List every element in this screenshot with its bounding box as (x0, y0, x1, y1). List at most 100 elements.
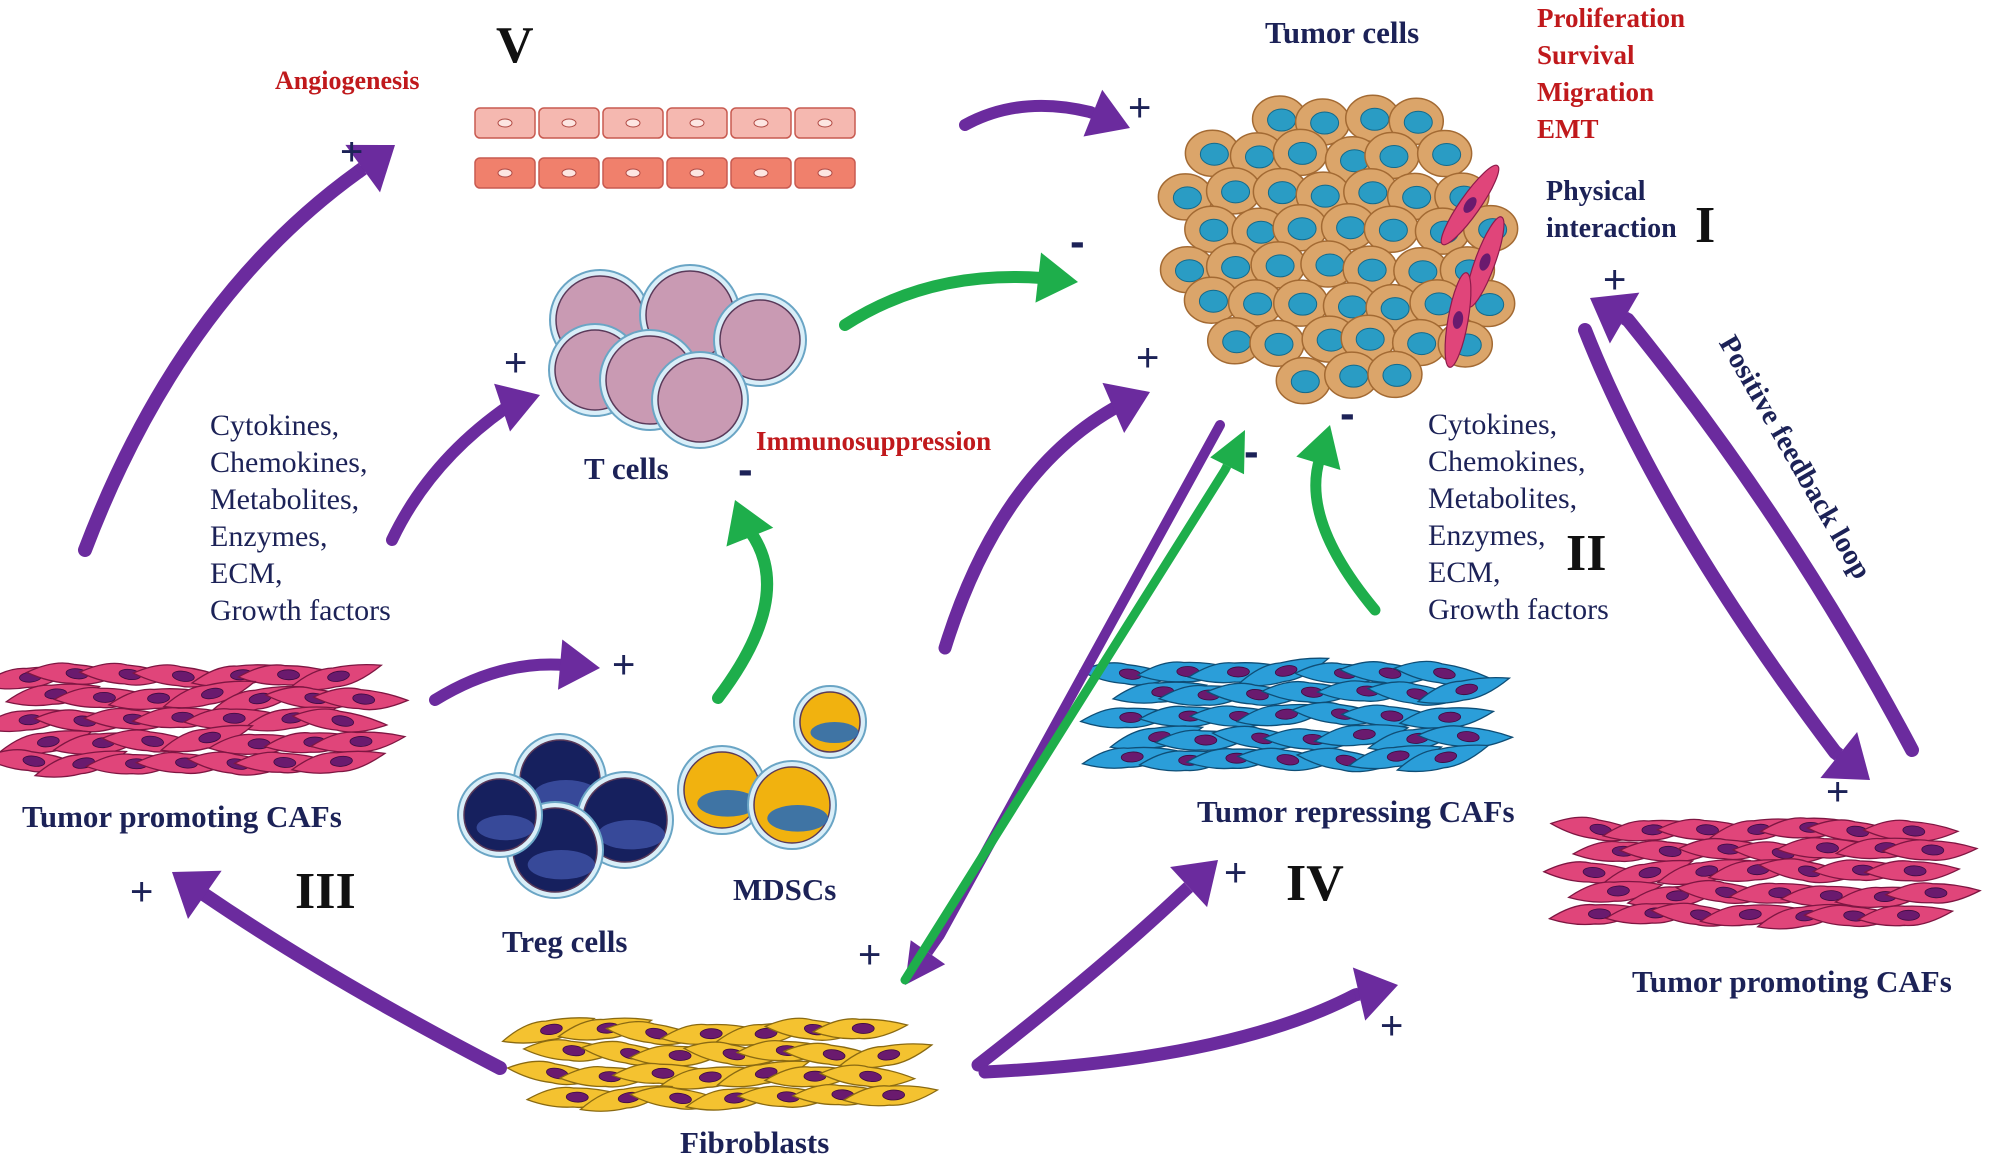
caf-cell-nucleus (1897, 910, 1919, 920)
tumor-nucleus (1176, 260, 1204, 282)
tumor-nucleus (1404, 111, 1432, 133)
tumor-nucleus (1291, 371, 1319, 393)
tumor-nucleus (1316, 254, 1344, 276)
promotion-arrow (1585, 330, 1835, 752)
inhibition-arrow (845, 277, 1042, 325)
tumor-nucleus (1381, 298, 1409, 320)
tumor-promoting-caf-icon (1543, 810, 1980, 933)
t-cells-icon (549, 265, 806, 448)
fibroblast-icon (501, 1013, 938, 1116)
minus-sign: - (738, 448, 753, 492)
treg-cells-label: Treg cells (502, 926, 627, 957)
tumor-promoting-cafs-left-label: Tumor promoting CAFs (22, 801, 342, 832)
angiogenesis-label: Angiogenesis (275, 68, 419, 94)
plus-sign: + (1826, 772, 1849, 812)
fibroblast-cell-nucleus (700, 1029, 722, 1039)
tumor-nucleus (1199, 290, 1227, 312)
caf-cell-nucleus (1227, 667, 1249, 678)
tumor-nucleus (1311, 185, 1339, 207)
arrow-shaft (1090, 112, 1093, 113)
tumor-nucleus (1341, 150, 1369, 172)
tumor-nucleus (1340, 365, 1368, 387)
endothelial-nucleus (754, 169, 768, 177)
plus-sign: + (130, 872, 153, 912)
plus-sign: + (1224, 853, 1247, 893)
tumor-nucleus (1361, 108, 1389, 130)
plus-sign: + (1128, 88, 1151, 128)
tumor-nucleus (1433, 144, 1461, 166)
minus-sign: - (1340, 392, 1355, 436)
arrow-shaft (1225, 466, 1227, 470)
plus-sign: + (612, 645, 635, 685)
treg-cell-granule (477, 815, 535, 840)
plus-sign: + (1380, 1006, 1403, 1046)
mdsc-cell-granule (767, 805, 828, 832)
tumor-effect-item: Survival (1537, 37, 1685, 74)
caf-cell-nucleus (350, 736, 372, 746)
fibroblast-cell-nucleus (883, 1090, 905, 1101)
tumor-nucleus (1268, 109, 1296, 131)
factor-item: Growth factors (1428, 591, 1609, 628)
roman-numeral-v: V (496, 20, 534, 72)
tumor-nucleus (1380, 146, 1408, 168)
tumor-nucleus (1265, 333, 1293, 355)
physical-interaction-label-line1: Physical (1546, 178, 1646, 206)
tumor-nucleus (1289, 293, 1317, 315)
tumor-nucleus (1379, 219, 1407, 241)
endothelial-nucleus (818, 119, 832, 127)
secreted-factors-right: Cytokines, Chemokines, Metabolites, Enzy… (1428, 406, 1609, 628)
physical-interaction-label-line2: interaction (1546, 215, 1677, 243)
plus-sign: + (340, 132, 363, 172)
caf-cell-nucleus (223, 713, 245, 723)
tumor-promoting-cafs-right-label: Tumor promoting CAFs (1632, 966, 1952, 997)
roman-numeral-iv: IV (1286, 858, 1344, 910)
promotion-arrow (985, 995, 1355, 1072)
tumor-cell-cluster-icon (1158, 95, 1517, 403)
plus-sign: + (858, 935, 881, 975)
tumor-promoting-caf-icon (0, 659, 409, 782)
tumor-nucleus (1200, 143, 1228, 165)
secreted-factors-left: Cytokines, Chemokines, Metabolites, Enzy… (210, 407, 391, 629)
endothelial-nucleus (754, 119, 768, 127)
endothelial-nucleus (562, 119, 576, 127)
mdsc-cell (800, 692, 860, 752)
promotion-arrow (205, 895, 500, 1068)
promotion-arrow (435, 664, 565, 700)
promotion-arrow (965, 106, 1090, 125)
tumor-effect-item: Migration (1537, 74, 1685, 111)
tumor-nucleus (1311, 112, 1339, 134)
tumor-nucleus (1222, 181, 1250, 203)
arrow-shaft (1180, 887, 1189, 895)
promotion-arrow (978, 895, 1180, 1065)
tumor-nucleus (1356, 328, 1384, 350)
endothelial-nucleus (498, 119, 512, 127)
minus-sign: - (1070, 220, 1085, 264)
fibroblast-cell-nucleus (566, 1092, 588, 1103)
tumor-nucleus (1266, 255, 1294, 277)
tumor-repressing-caf-icon (1079, 653, 1513, 779)
endothelial-nucleus (626, 169, 640, 177)
tumor-nucleus (1337, 217, 1365, 239)
tumor-nucleus (1200, 219, 1228, 241)
fibroblasts-label: Fibroblasts (680, 1127, 829, 1158)
mdsc-cells-icon (678, 686, 866, 849)
tumor-nucleus (1383, 364, 1411, 386)
caf-cell-nucleus (1120, 712, 1142, 722)
tumor-cells-label: Tumor cells (1265, 17, 1419, 48)
plus-sign: + (504, 343, 527, 383)
fibroblast-cell-nucleus (852, 1023, 874, 1033)
tumor-nucleus (1268, 182, 1296, 204)
tumor-repressing-cafs-label: Tumor repressing CAFs (1197, 796, 1515, 827)
mdsc-cell-granule (811, 722, 859, 743)
endothelial-nucleus (690, 119, 704, 127)
promotion-arrow (392, 405, 510, 540)
mdscs-label: MDSCs (733, 874, 836, 905)
tumor-nucleus (1222, 257, 1250, 279)
tumor-nucleus (1247, 221, 1275, 243)
tumor-nucleus (1338, 296, 1366, 318)
plus-sign: + (1603, 260, 1626, 300)
inhibition-arrow (718, 525, 767, 698)
tumor-nucleus (1288, 218, 1316, 240)
immunosuppression-label: Immunosuppression (756, 428, 991, 455)
factor-item: Chemokines, (210, 444, 391, 481)
